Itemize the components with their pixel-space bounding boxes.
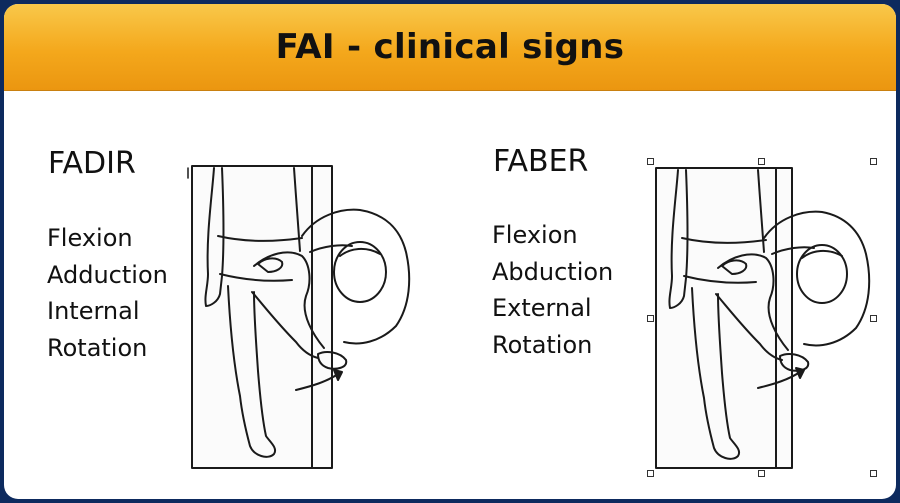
faber-heading[interactable]: FABER: [493, 144, 589, 179]
selection-handle[interactable]: [647, 315, 654, 322]
slide: FAI - clinical signs FADIR Flexion Adduc…: [4, 4, 896, 499]
faber-term: Abduction: [492, 257, 614, 286]
fadir-heading[interactable]: FADIR: [48, 146, 136, 181]
selection-handle[interactable]: [758, 158, 765, 165]
faber-term: Flexion: [492, 221, 578, 249]
fadir-terms[interactable]: Flexion Adduction Internal Rotation: [47, 220, 168, 366]
fadir-exam-illustration-icon[interactable]: [184, 156, 429, 474]
selection-handle[interactable]: [870, 158, 877, 165]
title-bar: FAI - clinical signs: [4, 4, 896, 91]
selection-handle[interactable]: [758, 470, 765, 477]
faber-exam-illustration-icon[interactable]: [652, 162, 878, 474]
faber-term: External: [492, 294, 592, 322]
faber-term: Rotation: [492, 330, 593, 359]
selection-handle[interactable]: [647, 470, 654, 477]
fadir-term: Adduction: [47, 260, 168, 289]
selection-handle[interactable]: [870, 315, 877, 322]
fadir-term: Flexion: [47, 224, 133, 252]
faber-terms[interactable]: Flexion Abduction External Rotation: [492, 217, 613, 363]
selection-handle[interactable]: [647, 158, 654, 165]
fadir-term: Internal: [47, 297, 140, 325]
fadir-term: Rotation: [47, 333, 148, 362]
selection-handle[interactable]: [870, 470, 877, 477]
slide-title[interactable]: FAI - clinical signs: [275, 27, 625, 67]
